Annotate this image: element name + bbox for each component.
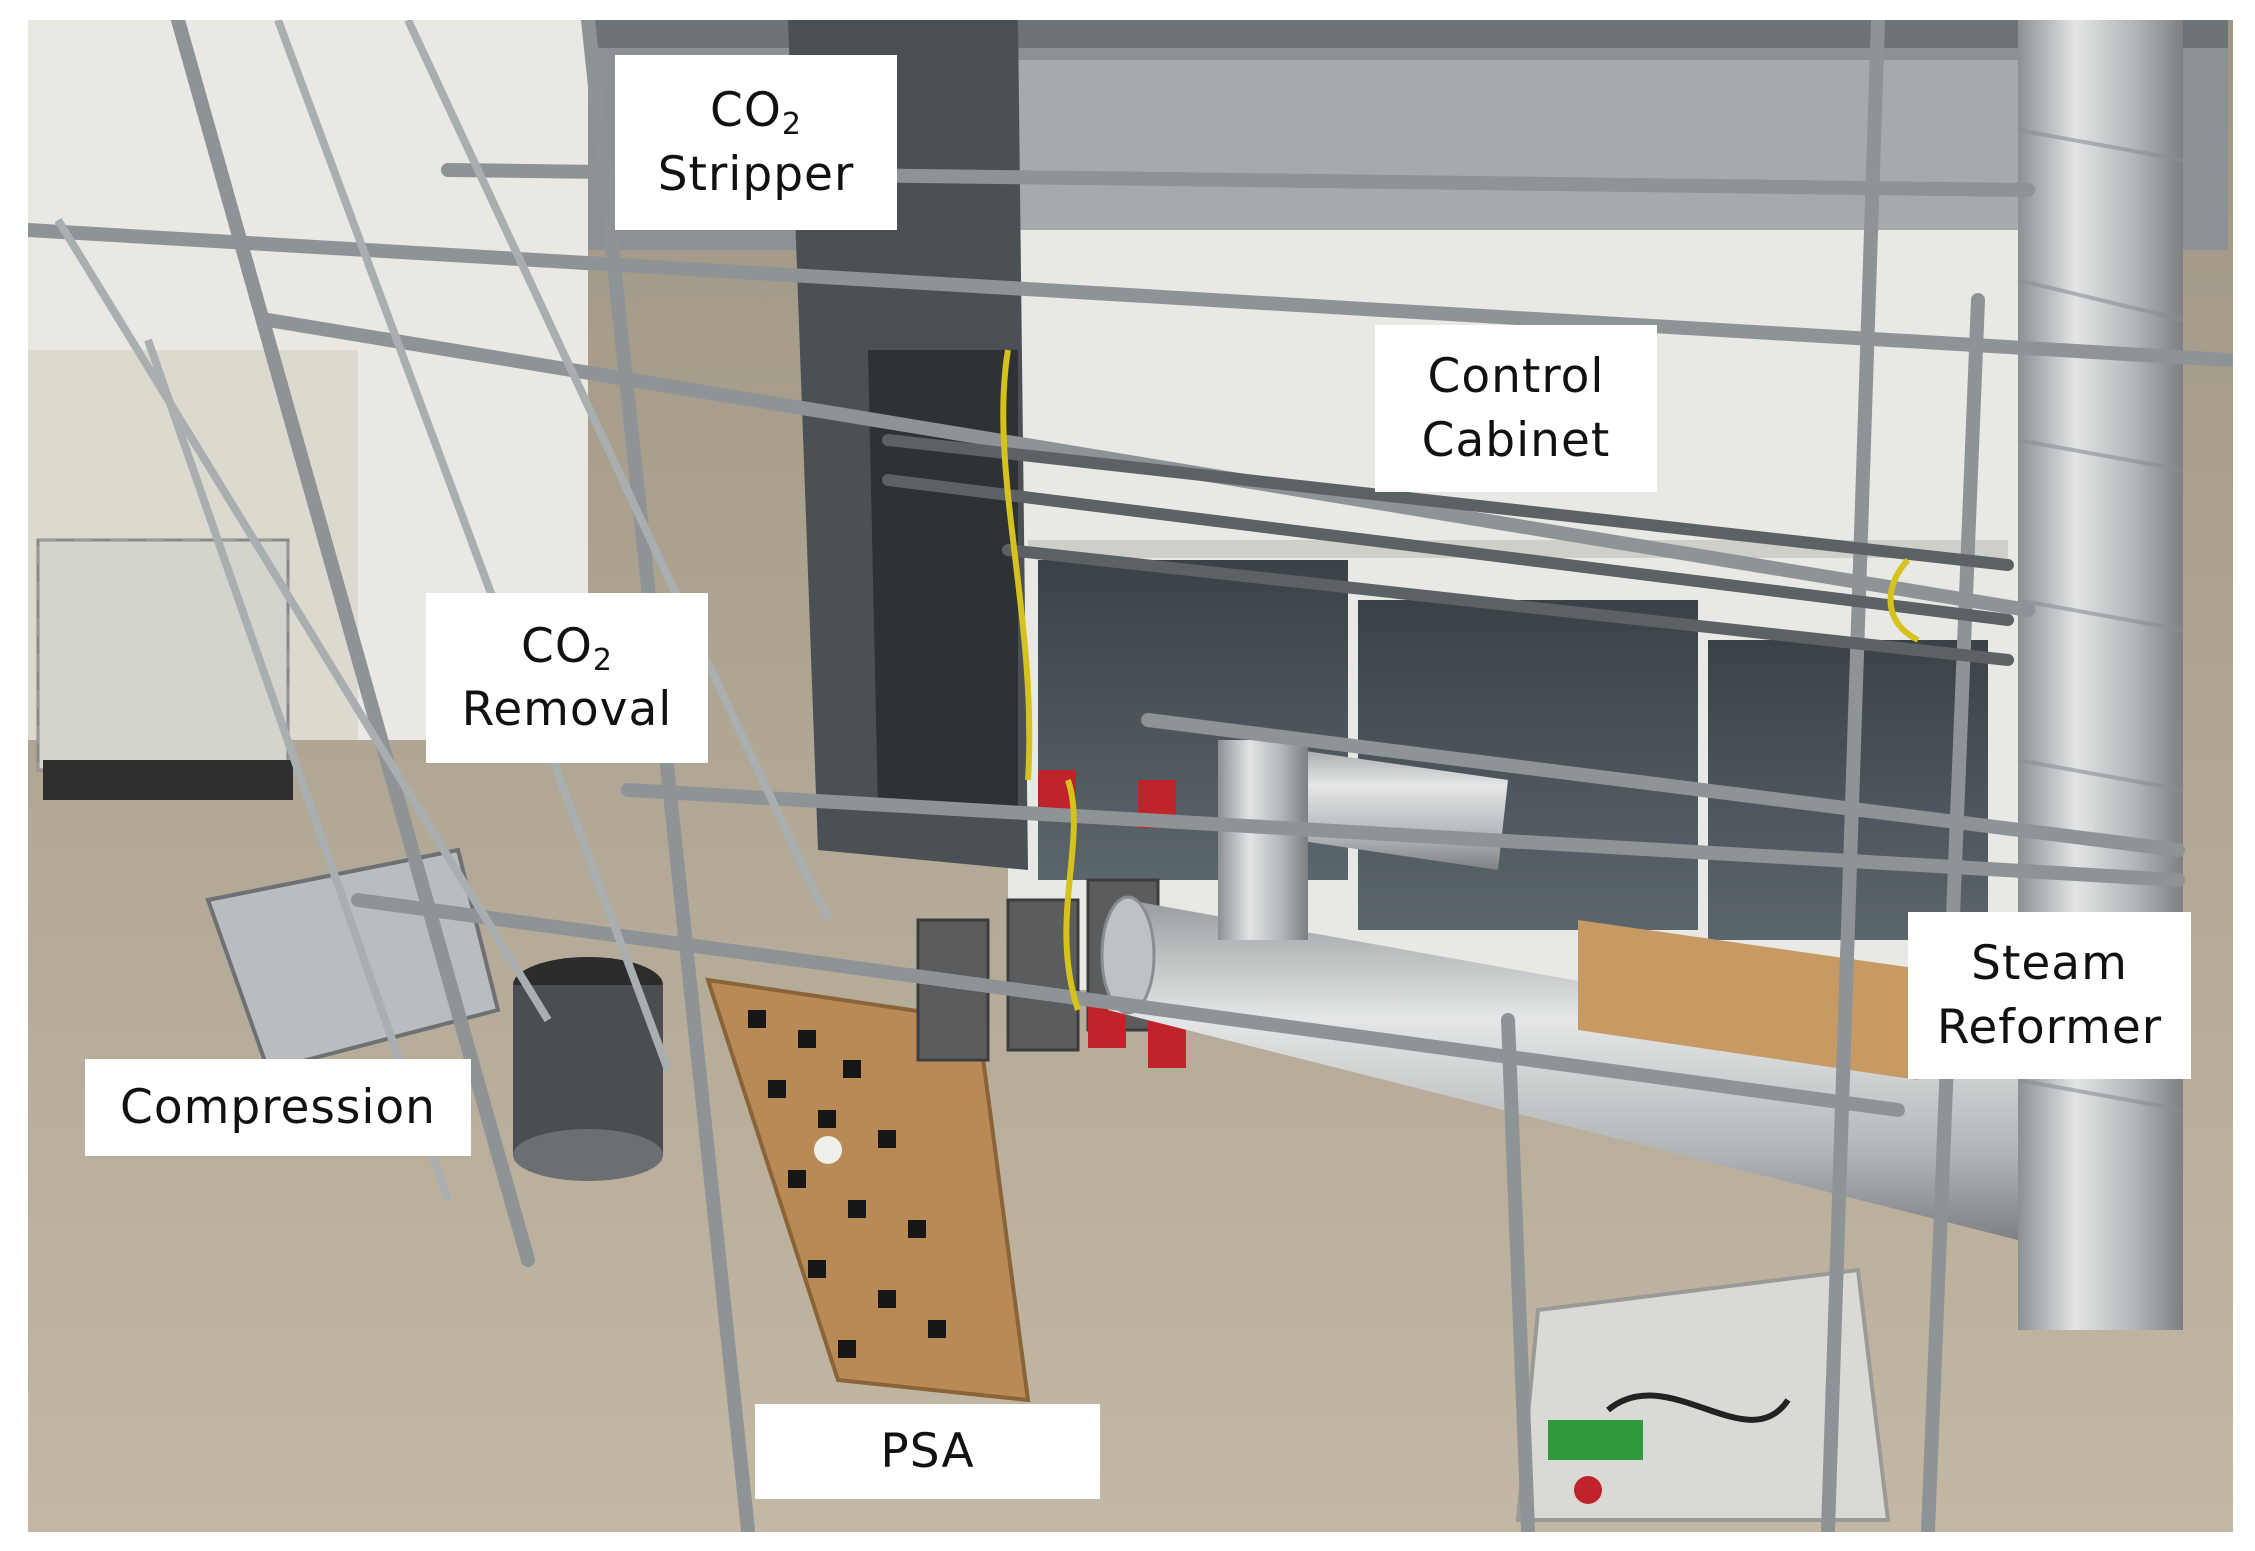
label-steam-reformer-line2: Reformer (1936, 999, 2163, 1055)
label-co2-stripper-line1: CO2 (710, 79, 802, 142)
label-co2-stripper: CO2 Stripper (615, 55, 897, 230)
label-steam-reformer: Steam Reformer (1908, 912, 2191, 1079)
label-co2-removal: CO2 Removal (426, 593, 708, 763)
label-compression-line1: Compression (120, 1079, 436, 1135)
plant-photo-illustration (28, 20, 2233, 1532)
label-compression: Compression (85, 1059, 471, 1156)
co2-subscript: 2 (592, 642, 613, 678)
label-psa-line1: PSA (880, 1423, 975, 1479)
label-steam-reformer-line1: Steam (1971, 936, 2128, 992)
label-psa: PSA (755, 1404, 1100, 1499)
label-co2-removal-line1: CO2 (521, 615, 613, 678)
label-co2-stripper-line2: Stripper (657, 146, 855, 202)
co2-text: CO (521, 618, 593, 674)
label-co2-removal-line2: Removal (461, 682, 673, 737)
label-control-cabinet-line1: Control (1427, 349, 1605, 405)
co2-subscript: 2 (781, 107, 802, 143)
co2-text: CO (710, 83, 782, 139)
label-control-cabinet-line2: Cabinet (1421, 412, 1611, 468)
plant-photo (28, 20, 2233, 1532)
label-control-cabinet: Control Cabinet (1375, 325, 1657, 492)
